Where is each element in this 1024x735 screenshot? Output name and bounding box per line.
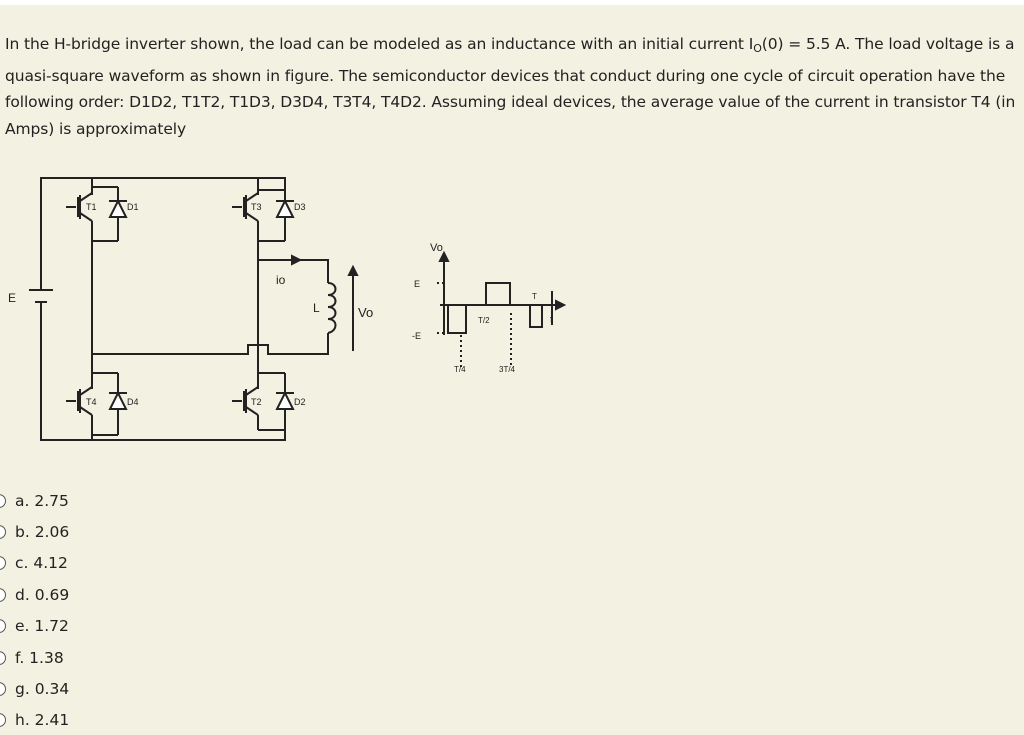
option-b[interactable]: b. 2.06 [0, 516, 69, 547]
switch-t3 [232, 178, 259, 241]
switch-t4 [66, 354, 93, 440]
radio-button[interactable] [0, 493, 6, 508]
subscript-o: O [753, 42, 762, 55]
label-d3: D3 [294, 202, 306, 212]
option-label: f. 1.38 [15, 648, 64, 667]
label-vo: Vo [358, 305, 373, 320]
question-text: In the H-bridge inverter shown, the load… [5, 31, 1024, 142]
option-d[interactable]: d. 0.69 [0, 579, 69, 610]
option-label: g. 0.34 [15, 680, 70, 699]
label-io: io [276, 273, 286, 287]
option-label: e. 1.72 [15, 617, 69, 636]
figure: T1 D1 T3 D3 T4 D4 T2 D2 E -E T/4 T/2 3T/… [8, 177, 567, 441]
option-label: b. 2.06 [15, 523, 70, 542]
diode-d2 [258, 372, 295, 431]
label-t1: T1 [86, 202, 97, 212]
radio-button[interactable] [0, 619, 6, 634]
waveform-trace [444, 282, 543, 334]
radio-button[interactable] [0, 525, 6, 540]
tick-quarter: T/4 [454, 365, 466, 374]
diode-d4 [92, 372, 128, 436]
option-a[interactable]: a. 2.75 [0, 485, 69, 516]
label-t4: T4 [86, 397, 97, 407]
label-t2: T2 [251, 397, 262, 407]
tick-half: T/2 [478, 316, 490, 325]
top-rail [40, 177, 286, 290]
option-label: c. 4.12 [15, 554, 68, 573]
option-f[interactable]: f. 1.38 [0, 642, 69, 673]
radio-button[interactable] [0, 650, 6, 665]
bottom-rail [40, 302, 286, 441]
label-d1: D1 [127, 202, 139, 212]
option-label: d. 0.69 [15, 585, 70, 604]
option-label: h. 2.41 [15, 711, 70, 730]
waveform-y-label: Vo [430, 242, 443, 254]
switch-t1 [66, 178, 93, 241]
option-c[interactable]: c. 4.12 [0, 548, 69, 579]
load-bottom-wire [92, 333, 329, 355]
radio-button[interactable] [0, 713, 6, 728]
tick-period: T [532, 292, 537, 301]
diode-d1 [92, 186, 128, 242]
label-t3: T3 [251, 202, 262, 212]
question-line-4: Amps) is approximately [5, 119, 187, 138]
answer-options: a. 2.75 b. 2.06 c. 4.12 d. 0.69 e. 1.72 … [0, 485, 69, 735]
radio-button[interactable] [0, 556, 6, 571]
option-g[interactable]: g. 0.34 [0, 673, 69, 704]
question-line-2: quasi-square waveform as shown in figure… [5, 66, 1006, 85]
radio-button[interactable] [0, 682, 6, 697]
question-panel: In the H-bridge inverter shown, the load… [0, 5, 1024, 735]
question-line-3: following order: D1D2, T1T2, T1D3, D3D4,… [5, 93, 1016, 111]
tick-three-quarter: 3T/4 [499, 365, 516, 374]
label-d4: D4 [127, 397, 139, 407]
question-line-1: In the H-bridge inverter shown, the load… [5, 35, 1015, 55]
option-h[interactable]: h. 2.41 [0, 705, 69, 735]
label-plus-e: E [414, 279, 420, 289]
option-e[interactable]: e. 1.72 [0, 611, 69, 642]
option-label: a. 2.75 [15, 491, 69, 510]
diode-d3 [258, 189, 295, 242]
label-source-e: E [8, 291, 16, 305]
radio-button[interactable] [0, 587, 6, 602]
label-minus-e: -E [412, 331, 421, 341]
label-d2: D2 [294, 397, 306, 407]
waveform-x-label: t [550, 314, 553, 326]
switch-t2 [232, 345, 259, 430]
inductor-coil [327, 282, 337, 334]
label-l: L [313, 301, 320, 315]
waveform-trace-tail [542, 291, 553, 325]
